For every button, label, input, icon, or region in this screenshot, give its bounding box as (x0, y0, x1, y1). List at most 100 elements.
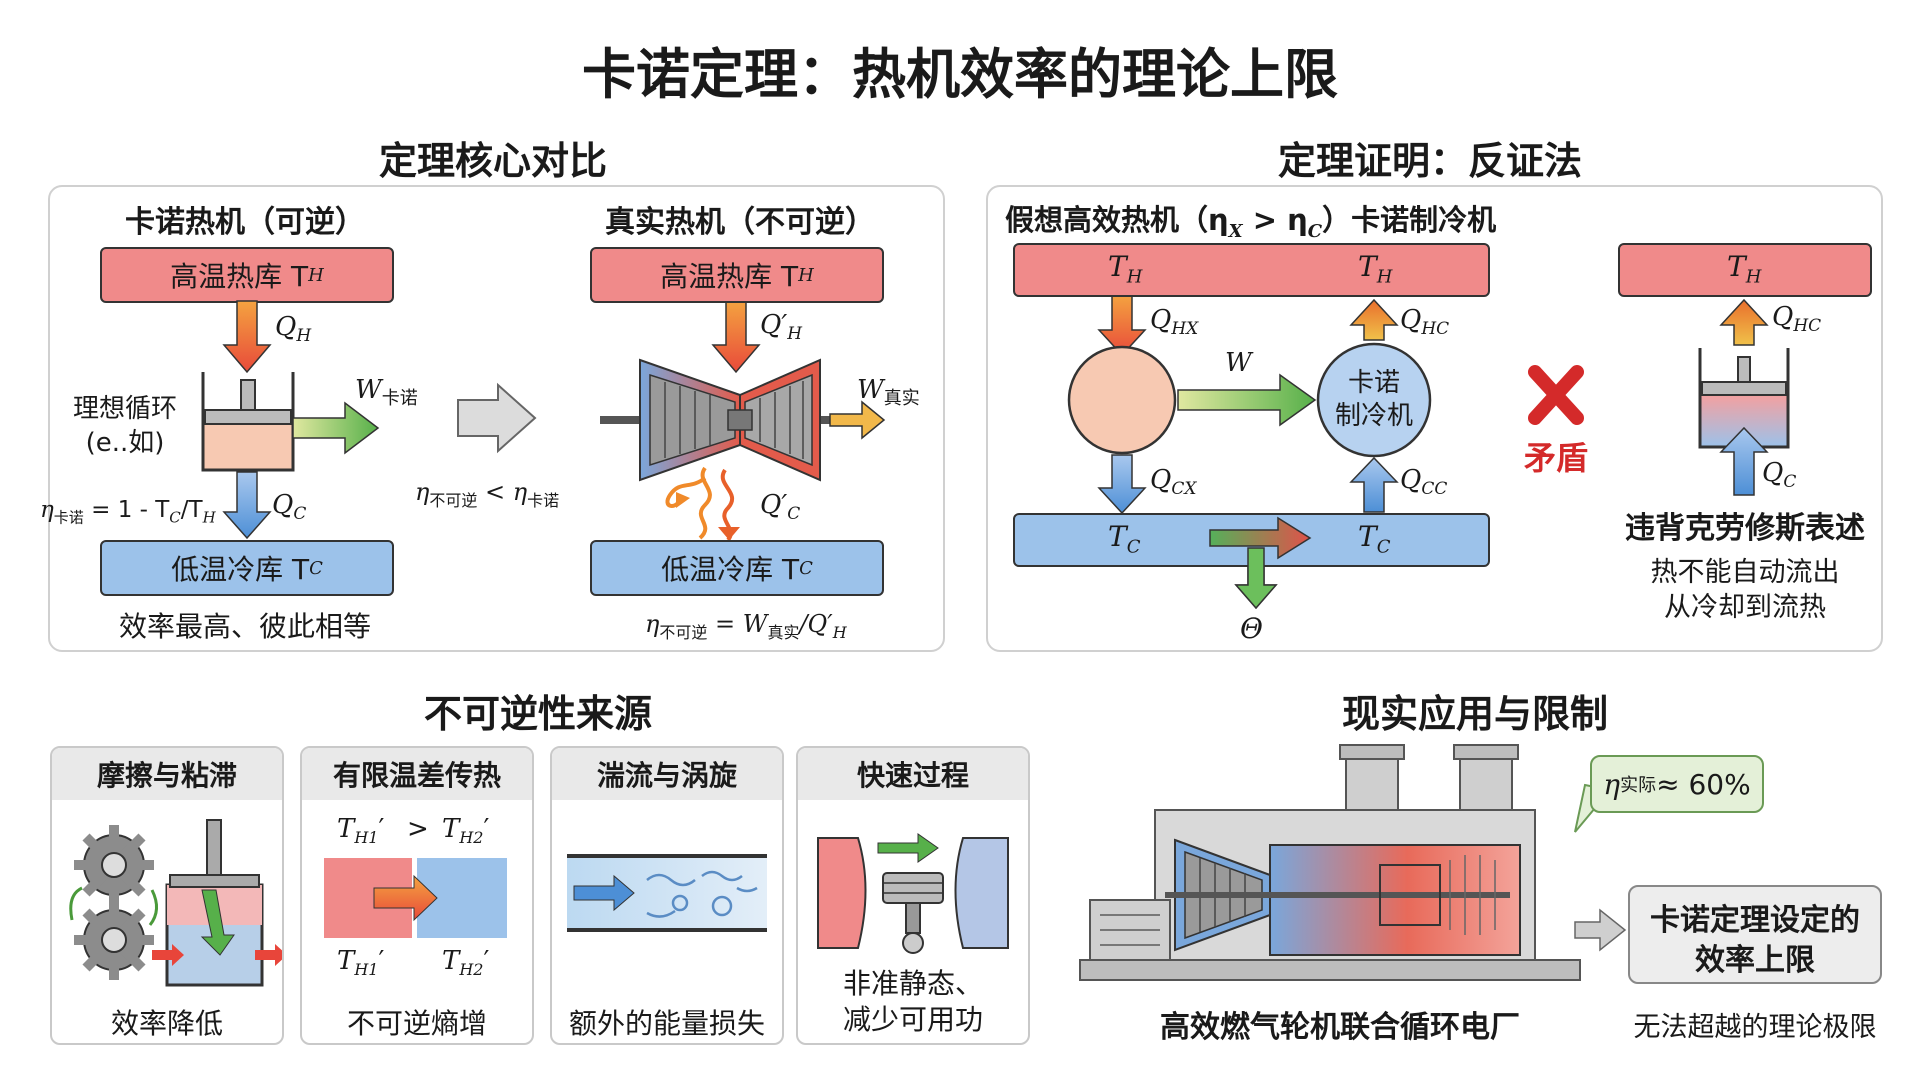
carnot-heading: 卡诺热机（可逆） (125, 205, 365, 240)
main-title: 卡诺定理：热机效率的理论上限 (582, 43, 1338, 106)
real-qh-sub: H (787, 324, 803, 345)
proof-qcc-label: QCC (1400, 465, 1447, 499)
real-efficiency-formula: η不可逆 = W真实/Q′H (645, 610, 847, 643)
real-eff-eta: η (645, 610, 660, 638)
real-hot-sub: H (798, 264, 814, 286)
proof-tc-right: TC (1358, 520, 1390, 558)
heat-t1-bottom-sub: H1 (354, 960, 379, 980)
compare-formula: η不可逆 < η卡诺 (415, 478, 559, 511)
source-card-turbulence: 湍流与涡旋 额外的能量损失 (550, 746, 784, 1045)
proof-right-th: TH (1727, 250, 1761, 288)
real-eff-w-sub: 真实 (767, 622, 800, 642)
carnot-efficiency-formula: η卡诺 = 1 - TC/TH (40, 497, 216, 528)
carnot-eff-eta: η (40, 497, 54, 523)
section-title-core: 定理核心对比 (378, 139, 607, 183)
heat-t2-top-sub: H2 (459, 828, 484, 848)
proof-tc-left-t: T (1108, 520, 1127, 553)
carnot-cycle-line2: (e..如) (85, 428, 165, 458)
heat-t2-top-t: T (442, 814, 460, 844)
heat-t1-top: TH1′ (337, 814, 384, 847)
proof-hot-reservoir (1013, 243, 1490, 297)
fridge-label-line2: 制冷机 (1334, 401, 1413, 431)
gear-icon (74, 825, 154, 980)
source-caption-turbulence: 额外的能量损失 (568, 1007, 765, 1040)
proof-th-left-sub: H (1126, 266, 1143, 288)
heat-t1-bottom-p: ′ (378, 946, 385, 976)
bubble-eta: η (1603, 767, 1621, 801)
section-title-irreversible: 不可逆性来源 (423, 692, 652, 736)
real-cold-sub: C (799, 557, 813, 579)
source-card-friction: 摩擦与粘滞 效率降低 (50, 746, 284, 1045)
real-qh-label: Q′H (760, 310, 802, 344)
carnot-eff-sub: 卡诺 (53, 508, 84, 527)
proof-right-qc: Q (1762, 458, 1784, 488)
proof-right-th-sub: H (1745, 266, 1762, 288)
violation-title: 违背克劳修斯表述 (1625, 511, 1865, 546)
real-w: W (857, 375, 884, 405)
real-heading: 真实热机（不可逆） (605, 205, 875, 240)
carnot-w: W (355, 375, 382, 405)
compare-lt: < η (477, 478, 528, 506)
real-cold-label: 低温冷库 T (661, 553, 800, 586)
carnot-cold-sub: C (309, 557, 323, 579)
proof-right-th-t: T (1727, 250, 1746, 283)
heat-t2-bottom-t: T (442, 946, 460, 976)
violation-line2: 从冷却到流热 (1664, 592, 1826, 623)
carnot-w-label: W卡诺 (355, 375, 418, 410)
proof-tc-right-t: T (1358, 520, 1377, 553)
real-qh: Q′ (760, 310, 788, 340)
proof-heading: 假想高效热机（ηX > ηC）卡诺制冷机 (1005, 197, 1496, 242)
heat-t1-bottom: TH1′ (337, 946, 384, 979)
proof-tc-left-sub: C (1126, 536, 1141, 558)
heat-t1-top-t: T (337, 814, 355, 844)
source-title-heat-transfer: 有限温差传热 (302, 748, 532, 800)
carnot-qh-sub: H (296, 326, 312, 347)
proof-heading-sub1: X (1228, 220, 1243, 242)
real-w-sub: 真实 (883, 388, 920, 410)
proof-th-right: TH (1358, 250, 1392, 288)
proof-qhx-label: QHX (1150, 305, 1198, 339)
proof-qcc-sub: CC (1421, 479, 1448, 500)
real-w-label: W真实 (857, 375, 920, 410)
carnot-limit-box: 卡诺定理设定的 效率上限 (1628, 885, 1882, 984)
contradiction-label: 矛盾 (1523, 439, 1588, 477)
source-title-fast-process: 快速过程 (798, 748, 1028, 800)
proof-w: W (1225, 348, 1252, 378)
proof-heading-sub2: C (1307, 220, 1323, 242)
proof-th-left-t: T (1108, 250, 1127, 283)
heat-t1-top-p: ′ (378, 814, 385, 844)
bubble-sub: 实际 (1620, 775, 1657, 796)
proof-right-qhc-label: QHC (1772, 302, 1821, 336)
real-eff-sub: 不可逆 (659, 622, 708, 642)
carnot-cold-label: 低温冷库 T (171, 553, 310, 586)
real-hot-label: 高温热库 T (660, 260, 799, 293)
proof-heading-gt: > η (1242, 203, 1308, 237)
proof-qcx-sub: CX (1171, 479, 1197, 500)
source-caption-friction: 效率降低 (110, 1007, 223, 1040)
compare-sub2: 卡诺 (527, 490, 560, 510)
carnot-qh: Q (275, 312, 297, 342)
heat-t2-bottom: TH2′ (442, 946, 489, 979)
proof-right-qc-sub: C (1783, 472, 1797, 493)
proof-w-label: W (1225, 348, 1252, 378)
real-qc-label: Q′C (760, 490, 800, 524)
fast-process-illustration (817, 833, 1009, 954)
proof-tc-left: TC (1108, 520, 1140, 558)
heat-t2-top-p: ′ (483, 814, 490, 844)
compare-sub1: 不可逆 (429, 490, 478, 510)
carnot-eff-rest: = 1 - T (83, 497, 170, 523)
source-caption-fast-line1: 非准静态、 (842, 967, 983, 1000)
real-eff-mid: = W (707, 610, 768, 638)
fridge-label-line1: 卡诺 (1347, 368, 1400, 398)
proof-tc-right-sub: C (1376, 536, 1391, 558)
real-eff-q-sub: H (832, 622, 847, 642)
limit-line2: 效率上限 (1695, 943, 1815, 978)
proof-qhc-label: QHC (1400, 305, 1449, 339)
heat-t1-bottom-t: T (337, 946, 355, 976)
bubble-value: ≈ 60% (1656, 767, 1751, 801)
proof-right-qhc: Q (1772, 302, 1794, 332)
